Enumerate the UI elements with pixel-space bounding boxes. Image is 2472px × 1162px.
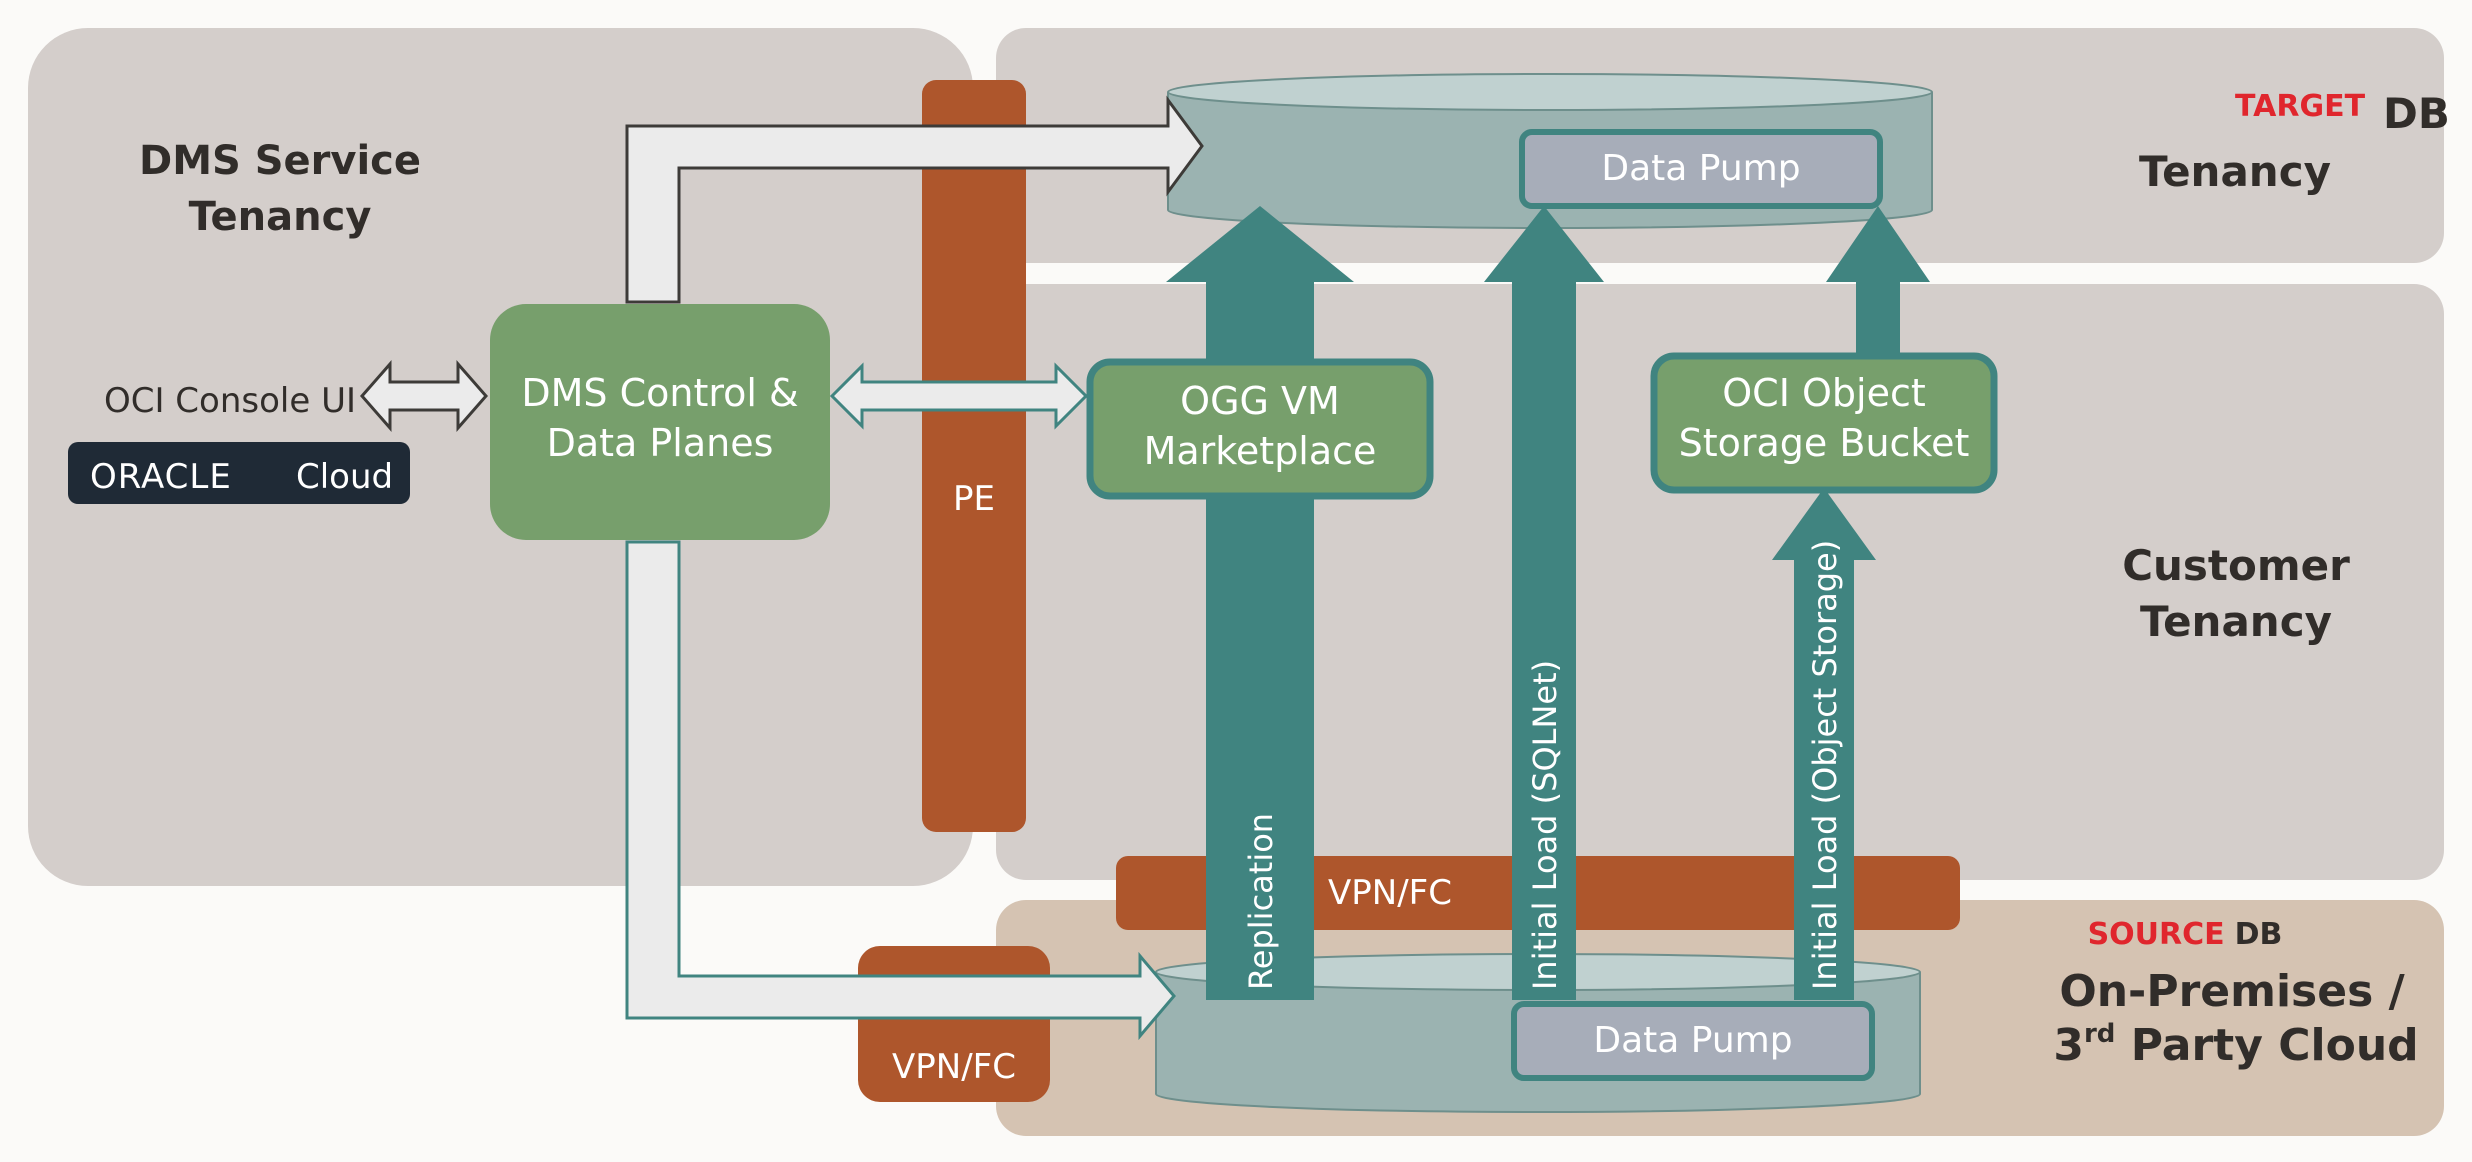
target-db-title: TARGET DB <box>2235 89 2450 138</box>
initial-load-sqlnet-label: Initial Load (SQLNet) <box>1526 660 1564 990</box>
oci-console-ui-label: OCI Console UI <box>104 381 356 421</box>
target-label: TARGET <box>2235 89 2366 124</box>
initial-load-sqlnet-arrow <box>1484 206 1604 1000</box>
source-db-label: DB <box>2235 917 2283 952</box>
dms-ogg-bidirectional-arrow <box>829 362 1089 430</box>
replication-label: Replication <box>1242 813 1280 990</box>
object-storage-to-target-arrow <box>1826 206 1930 358</box>
dms-to-target-arrow <box>625 95 1204 304</box>
dms-to-source-arrow <box>625 540 1176 1041</box>
data-pump-target-box <box>1519 129 1883 209</box>
pe-label: PE <box>953 479 995 519</box>
private-endpoint-bar <box>922 80 1026 832</box>
data-pump-source-box <box>1511 1001 1875 1081</box>
vpn-fc-wide-label: VPN/FC <box>1328 873 1452 913</box>
svg-text:ORACLE: ORACLE <box>90 457 232 497</box>
svg-text:Cloud: Cloud <box>296 457 393 497</box>
ogg-vm-marketplace-box <box>1086 358 1434 500</box>
object-storage-bucket-box <box>1650 352 1998 494</box>
oracle-cloud-logo: ORACLE Cloud <box>68 442 410 504</box>
target-db-label: DB <box>2383 89 2450 138</box>
console-dms-bidirectional-arrow <box>360 360 488 432</box>
dms-control-data-planes-box <box>490 304 830 540</box>
data-pump-target-label: Data Pump <box>1601 148 1800 189</box>
onprem-title-line2: 3rd Party Cloud <box>2053 1019 2418 1071</box>
initial-load-object-storage-label: Initial Load (Object Storage) <box>1806 540 1844 990</box>
vpn-fc-small-label: VPN/FC <box>892 1047 1016 1087</box>
onprem-title-line1: On-Premises / <box>2059 966 2405 1017</box>
initial-load-object-storage-arrow <box>1772 488 1876 1000</box>
target-tenancy-title: Tenancy <box>2139 147 2331 196</box>
source-label: SOURCE <box>2088 917 2225 952</box>
dms-control-data-planes-label: DMS Control &Data Planes <box>521 371 798 465</box>
data-pump-source-label: Data Pump <box>1593 1020 1792 1061</box>
source-db-title: SOURCE DB <box>2088 917 2283 952</box>
